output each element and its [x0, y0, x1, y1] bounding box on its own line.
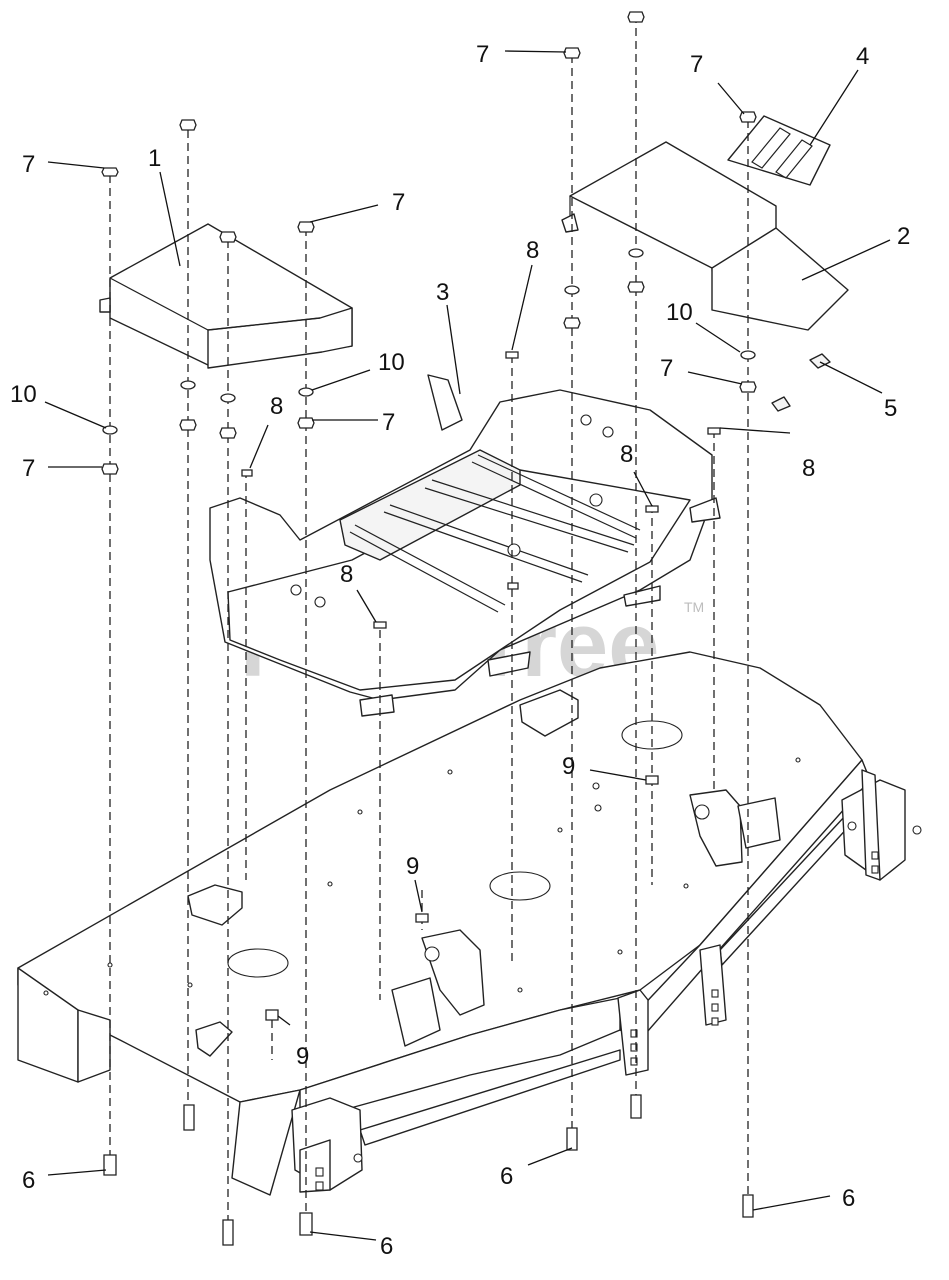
callout-6-bottom: 6: [380, 1233, 393, 1260]
nut-7: [297, 417, 315, 429]
part-1-left-cover: [99, 223, 353, 369]
callout-7-mid-lower: 7: [382, 409, 395, 436]
callout-8-top: 8: [526, 237, 539, 264]
callout-5: 5: [884, 395, 897, 422]
nut-7: [101, 463, 119, 475]
assembly-lines: [109, 15, 749, 1230]
hardware: [101, 11, 757, 1246]
callout-6-left: 6: [22, 1167, 35, 1194]
callout-10-right: 10: [666, 299, 693, 326]
nut-7: [297, 221, 315, 233]
callout-8-center-right: 8: [620, 441, 633, 468]
callout-1: 1: [148, 145, 161, 172]
watermark-trademark: TM: [684, 599, 704, 615]
callout-7-mid-upper: 7: [392, 189, 405, 216]
callout-2: 2: [897, 223, 910, 250]
callout-8-right: 8: [802, 455, 815, 482]
callout-6-right: 6: [842, 1185, 855, 1212]
part-4-slotted-plate: [727, 115, 831, 186]
leader-lines: [44, 50, 891, 1241]
nut-7: [563, 47, 581, 59]
callout-7-top-right: 7: [690, 51, 703, 78]
callouts: 1 2 3 4 5 6 6 6 6 7 7 7 7 7 7 7 8 8 8 8 …: [10, 41, 910, 1260]
nut-7: [563, 317, 581, 329]
nut-7: [627, 281, 645, 293]
callout-7-right-mid: 7: [660, 355, 673, 382]
nut-7: [219, 231, 237, 243]
callout-3: 3: [436, 279, 449, 306]
callout-8-left: 8: [270, 393, 283, 420]
part-3-center-baffle: [209, 374, 721, 717]
callout-9-left: 9: [296, 1043, 309, 1070]
callout-8-center-left: 8: [340, 561, 353, 588]
callout-9-right: 9: [562, 753, 575, 780]
callout-10-center: 10: [378, 349, 405, 376]
nut-7: [739, 111, 757, 123]
nut-7: [101, 167, 119, 177]
callout-7-top-left: 7: [22, 151, 35, 178]
callout-6-center: 6: [500, 1163, 513, 1190]
callout-7-left-lower: 7: [22, 455, 35, 482]
callout-4: 4: [856, 43, 869, 70]
nut-7: [179, 119, 197, 131]
nut-7: [627, 11, 645, 23]
nut-7: [179, 419, 197, 431]
nut-7: [739, 381, 757, 393]
nut-7: [219, 427, 237, 439]
mower-deck: [17, 651, 922, 1196]
callout-9-center: 9: [406, 853, 419, 880]
callout-10-left: 10: [10, 381, 37, 408]
callout-7-top-center: 7: [476, 41, 489, 68]
part-2-right-cover: [561, 141, 849, 331]
